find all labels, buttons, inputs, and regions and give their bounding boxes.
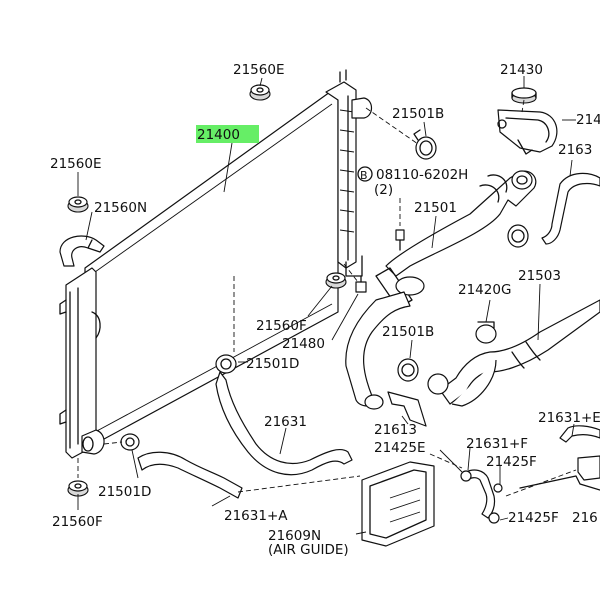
- reservoir-hose: [215, 371, 353, 476]
- label-21425F-2[interactable]: 21425F: [508, 510, 559, 526]
- lower-radiator-hose: [439, 299, 600, 407]
- label-21501D-lower[interactable]: 21501D: [98, 484, 151, 500]
- air-guide: [361, 461, 435, 547]
- radiator-assembly: [59, 69, 373, 459]
- label-214-partial[interactable]: 214: [576, 112, 600, 128]
- label-21503[interactable]: 21503: [518, 268, 561, 284]
- mount-rubber-left: [67, 196, 89, 213]
- label-21609N[interactable]: 21609N: [268, 528, 321, 544]
- label-21560N[interactable]: 21560N: [94, 200, 147, 216]
- label-21420G[interactable]: 21420G: [458, 282, 511, 298]
- mount-bracket: [59, 235, 105, 267]
- label-216-partial[interactable]: 216: [572, 510, 598, 526]
- label-21560E-left[interactable]: 21560E: [50, 156, 101, 172]
- label-08110-6202H[interactable]: 08110-6202H: [376, 167, 468, 183]
- label-21613[interactable]: 21613: [374, 422, 417, 438]
- label-21501B-lower[interactable]: 21501B: [382, 324, 434, 340]
- bolt-marker-letter: B: [360, 169, 368, 182]
- mount-rubber-top: [249, 84, 271, 101]
- mount-rubber-bottom-left: [67, 480, 89, 497]
- bolt: [395, 229, 405, 251]
- label-21501D-upper[interactable]: 21501D: [246, 356, 299, 372]
- label-21560F-right[interactable]: 21560F: [256, 318, 307, 334]
- water-outlet-housing: [497, 109, 558, 155]
- label-bolt-qty[interactable]: (2): [374, 182, 393, 198]
- bolt-marker-circle: [357, 166, 373, 182]
- label-21425E[interactable]: 21425E: [374, 440, 425, 456]
- label-21631E-partial[interactable]: 21631+E: [538, 410, 600, 426]
- hose-bracket: [387, 391, 427, 427]
- hose-fitting: [475, 321, 497, 344]
- label-21501B-upper[interactable]: 21501B: [392, 106, 444, 122]
- label-21501[interactable]: 21501: [414, 200, 457, 216]
- label-21631[interactable]: 21631: [264, 414, 307, 430]
- overflow-hose: [137, 451, 243, 499]
- drain-plug: [355, 275, 367, 293]
- hose-clamp-left-lower: [120, 433, 140, 451]
- label-21480[interactable]: 21480: [282, 336, 325, 352]
- label-21631A[interactable]: 21631+A: [224, 508, 288, 524]
- label-21631F[interactable]: 21631+F: [466, 436, 528, 452]
- label-air-guide-note[interactable]: (AIR GUIDE): [268, 542, 349, 558]
- highlight-rect-21400: [196, 125, 259, 143]
- label-21560E-top[interactable]: 21560E: [233, 62, 284, 78]
- label-21430[interactable]: 21430: [500, 62, 543, 78]
- mount-rubber-right-lower: [325, 272, 347, 289]
- label-21425F-1[interactable]: 21425F: [486, 454, 537, 470]
- labels: 21400 21560E 21560E 21560N 21560F 21480 …: [50, 62, 600, 558]
- hose-segment-mid: [345, 291, 411, 410]
- hose-clamp-upper: [413, 129, 437, 160]
- hose-clamp-lower: [397, 358, 449, 395]
- small-hose-21631f: [460, 469, 503, 524]
- small-hose-upper-right: [541, 172, 600, 245]
- label-21560F-bottom[interactable]: 21560F: [52, 514, 103, 530]
- hose-clamp-left-upper: [215, 354, 237, 374]
- hose-clamp-small: [507, 224, 529, 248]
- label-21400[interactable]: 21400: [197, 127, 240, 143]
- label-2163-partial[interactable]: 2163: [558, 142, 592, 158]
